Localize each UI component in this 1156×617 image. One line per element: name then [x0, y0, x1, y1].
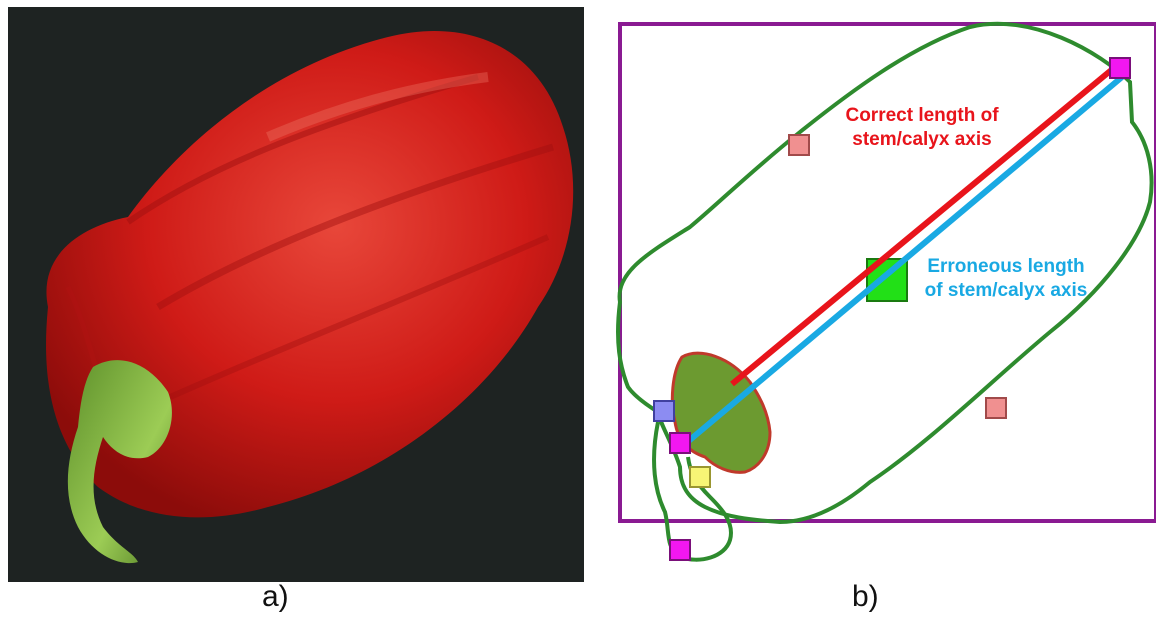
- pepper-photo: [8, 7, 584, 582]
- erroneous-label-line1: Erroneous length: [927, 256, 1085, 277]
- endpoint-bottom-marker: [669, 432, 691, 454]
- salmon-marker-right: [985, 397, 1007, 419]
- pepper-illustration: [46, 31, 574, 564]
- erroneous-axis-label: Erroneous length of stem/calyx axis: [906, 255, 1106, 303]
- erroneous-label-line2: of stem/calyx axis: [924, 280, 1088, 301]
- correct-label-line1: Correct length of: [845, 105, 999, 126]
- salmon-marker-upper: [788, 134, 810, 156]
- pepper-stem: [67, 360, 172, 564]
- pepper-body: [46, 31, 574, 518]
- correct-label-line2: stem/calyx axis: [852, 129, 992, 150]
- caption-a: a): [262, 580, 289, 613]
- yellow-marker: [689, 466, 711, 488]
- bounding-box: [618, 22, 1156, 523]
- correct-axis-line: [730, 64, 1117, 387]
- endpoint-lower-marker: [669, 539, 691, 561]
- stem-contour-tail: [652, 421, 733, 562]
- erroneous-axis-line: [683, 74, 1124, 447]
- blue-marker: [653, 400, 675, 422]
- endpoint-top-marker: [1109, 57, 1131, 79]
- segmentation-svg: [616, 21, 1156, 562]
- segmentation-diagram: [610, 12, 1156, 572]
- correct-axis-label: Correct length of stem/calyx axis: [822, 104, 1022, 152]
- caption-b: b): [852, 580, 879, 613]
